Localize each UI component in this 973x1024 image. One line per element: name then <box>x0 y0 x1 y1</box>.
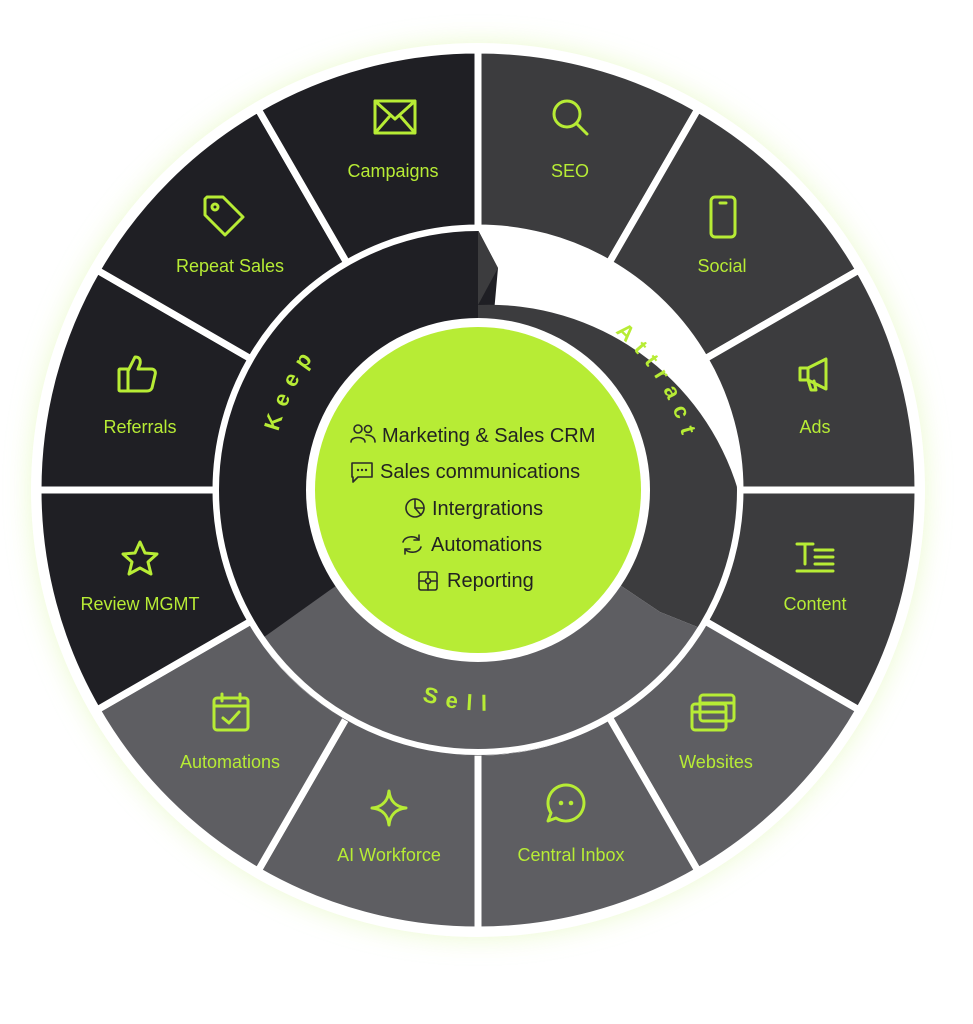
segment-social[interactable]: Social <box>697 195 747 276</box>
phone-icon <box>709 195 737 239</box>
segment-label: SEO <box>551 161 589 181</box>
segment-label: Referrals <box>103 417 176 437</box>
ring-outline <box>213 225 743 755</box>
center-item-label: Intergrations <box>432 498 543 520</box>
center-item-label: Reporting <box>447 570 534 592</box>
segment-repeat-sales[interactable]: Repeat Sales <box>176 195 284 276</box>
calendar-check-icon <box>212 692 250 732</box>
segment-label: Social <box>697 256 746 276</box>
segment-label: Automations <box>180 752 280 772</box>
envelope-icon <box>373 99 417 135</box>
segment-label: Websites <box>679 752 753 772</box>
thumbs-up-icon <box>117 355 157 393</box>
segment-seo[interactable]: SEO <box>551 99 589 181</box>
center-item-label: Marketing & Sales CRM <box>382 425 595 447</box>
users-icon <box>350 424 376 443</box>
center-item-label: Automations <box>431 534 542 556</box>
message-icon <box>351 462 373 483</box>
segment-label: Review MGMT <box>80 594 199 614</box>
segment-label: Ads <box>799 417 830 437</box>
chat-icon <box>546 783 586 823</box>
segment-websites[interactable]: Websites <box>679 693 753 772</box>
center-item-communications: Sales communications <box>351 461 580 483</box>
center-item-automations: Automations <box>402 534 542 556</box>
center-item-integrations: Intergrations <box>405 498 543 520</box>
segment-label: Content <box>783 594 846 614</box>
star-icon <box>121 540 159 576</box>
segment-ads[interactable]: Ads <box>798 357 831 437</box>
segment-content[interactable]: Content <box>783 542 847 614</box>
center-item-crm: Marketing & Sales CRM <box>350 424 595 447</box>
segment-campaigns[interactable]: Campaigns <box>347 99 439 181</box>
center-item-reporting: Reporting <box>418 570 534 592</box>
segment-automations[interactable]: Automations <box>180 692 280 772</box>
search-icon <box>552 99 589 136</box>
segment-review-mgmt[interactable]: Review MGMT <box>80 540 200 614</box>
text-icon <box>795 542 835 573</box>
segment-label: Central Inbox <box>517 845 624 865</box>
segment-ai-workforce[interactable]: AI Workforce <box>337 789 441 865</box>
segment-referrals[interactable]: Referrals <box>103 355 177 437</box>
center-item-label: Sales communications <box>380 461 580 483</box>
segment-label: AI Workforce <box>337 845 441 865</box>
megaphone-icon <box>798 357 828 392</box>
segment-central-inbox[interactable]: Central Inbox <box>517 783 625 865</box>
segment-label: Repeat Sales <box>176 256 284 276</box>
puzzle-icon <box>418 571 438 591</box>
tag-icon <box>203 195 245 237</box>
windows-icon <box>690 693 736 732</box>
pie-icon <box>405 498 425 518</box>
segment-label: Campaigns <box>347 161 438 181</box>
refresh-icon <box>402 534 422 555</box>
center-hub <box>315 327 641 653</box>
sparkle-icon <box>370 789 408 827</box>
